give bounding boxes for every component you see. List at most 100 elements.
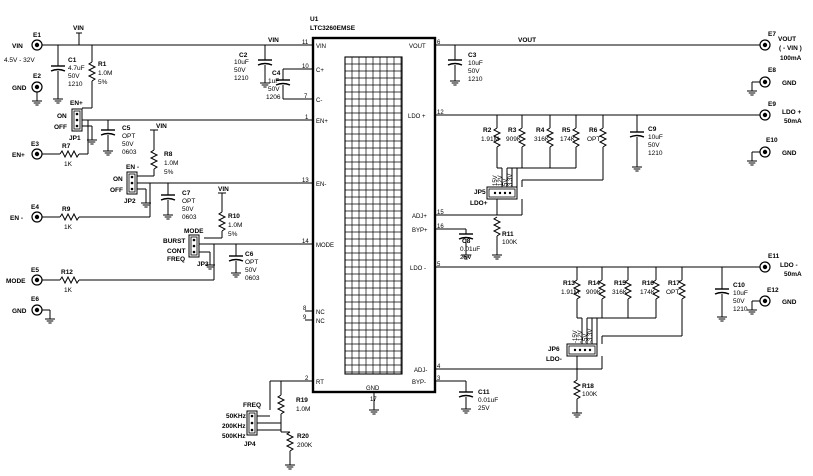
r7-value: 1K: [64, 161, 73, 168]
terminal-e8[interactable]: [759, 76, 771, 88]
c1-ref: C1: [68, 57, 77, 64]
r1-tolerance: 5%: [98, 79, 108, 86]
e1-label: VIN: [12, 43, 23, 50]
e3-label: EN+: [12, 152, 25, 159]
jp4-50khz: 50KHz: [226, 413, 247, 420]
r19-value: 1.0M: [296, 406, 310, 413]
pin-name-cminus: C-: [316, 98, 322, 104]
pin-name-vout: VOUT: [409, 44, 426, 50]
e12-label: GND: [782, 299, 797, 306]
terminal-e4[interactable]: [31, 211, 43, 223]
jp4-500khz: 500KHz: [222, 433, 246, 440]
c10-voltage: 50V: [733, 298, 745, 305]
jp5-pin-label: 12V: [498, 175, 504, 186]
c9-value: 10uF: [648, 134, 663, 141]
c11-voltage: 25V: [478, 405, 490, 412]
c4-voltage: 50V: [268, 86, 280, 93]
ic-u1: U1 LTC3260EMSE: [310, 16, 437, 394]
left-pins: 11 VIN 10 C+ 7 C- 1 EN+ 13 EN- 14 MODE 8…: [88, 40, 334, 386]
jp3-cont: CONT: [167, 248, 185, 255]
pin-name-bypminus: BYP-: [412, 380, 426, 386]
c2-voltage: 50V: [234, 67, 246, 74]
r15-ref: R15: [614, 280, 626, 287]
terminal-e1[interactable]: [31, 39, 43, 51]
vin-net-flag: VIN: [73, 25, 84, 32]
jumper-jp5[interactable]: [486, 186, 518, 200]
terminal-e7[interactable]: [759, 39, 771, 51]
pin-num-ldoplus: 12: [437, 110, 444, 116]
r1-ref: R1: [98, 61, 107, 68]
pin-num-ldominus: 5: [437, 262, 441, 268]
e1-ref: E1: [33, 32, 41, 39]
c6-voltage: 50V: [245, 267, 257, 274]
r4-ref: R4: [536, 127, 545, 134]
enminus-section: VIN R8 1.0M 5% EN - ON OFF JP2 C7 OPT 50…: [10, 123, 197, 231]
r16-value: 174K: [640, 289, 656, 296]
terminal-e10[interactable]: [759, 146, 771, 158]
rt-section: R19 1.0M R20 200K FREQ 50KHz 200KHz 500K…: [222, 380, 313, 470]
terminal-e5[interactable]: [31, 274, 43, 286]
c7-voltage: 50V: [182, 206, 194, 213]
vin-section: E1 VIN 4.5V - 32V E2 GND VIN C1 4.7uF 50…: [4, 25, 300, 109]
vout-net-label: VOUT: [518, 37, 536, 44]
jp1-ref: JP1: [69, 135, 81, 142]
right-pins: 6 VOUT 12 LDO + 15 ADJ+ 16 BYP+ 5 LDO - …: [366, 40, 760, 415]
e4-label: EN -: [10, 215, 23, 222]
r6-value: OPT: [587, 136, 600, 143]
c4-value: 1uF: [268, 78, 279, 85]
pin-num-adjminus: 4: [437, 364, 441, 370]
terminal-e11[interactable]: [759, 261, 771, 273]
r12-ref: R12: [61, 269, 73, 276]
r9-ref: R9: [62, 206, 71, 213]
c3-ref: C3: [468, 52, 477, 59]
c2-package: 1210: [234, 75, 249, 82]
c2-ref: C2: [239, 52, 248, 59]
r11-ref: R11: [502, 231, 514, 238]
r1-value: 1.0M: [98, 70, 112, 77]
pin-name-ldominus: LDO -: [410, 266, 426, 272]
jumper-jp6[interactable]: [566, 343, 598, 357]
r8-value: 1.0M: [164, 160, 178, 167]
c11-ref: C11: [478, 389, 490, 396]
c1-voltage: 50V: [68, 73, 80, 80]
r17-ref: R17: [668, 280, 680, 287]
mode-section: VIN R10 1.0M 5% MODE BURST CONT FREQ JP3…: [6, 186, 260, 324]
c6-value: OPT: [245, 259, 258, 266]
jp4-title: FREQ: [243, 402, 261, 409]
r14-ref: R14: [588, 280, 600, 287]
r11-value: 100K: [502, 239, 518, 246]
e9-label: LDO +: [782, 109, 802, 116]
terminal-e6[interactable]: [31, 304, 43, 316]
r18-ref: R18: [582, 383, 594, 390]
c4-package: 1206: [266, 94, 281, 101]
c5-ref: C5: [122, 125, 131, 132]
r16-ref: R16: [642, 280, 654, 287]
pin-num-adjplus: 15: [437, 210, 444, 216]
pin-num-mode: 14: [302, 239, 309, 245]
pin-name-gnd: GND: [366, 386, 380, 392]
enplus-section: EN+ ON OFF JP1 C5 OPT 50V 0603 E3 EN+ R7…: [12, 100, 137, 168]
e9-ref: E9: [768, 101, 776, 108]
r13-value: 1.91M: [561, 289, 579, 296]
pin-num-enminus: 13: [302, 178, 309, 184]
r15-value: 316K: [612, 289, 628, 296]
terminal-e12[interactable]: [759, 295, 771, 307]
pin-name-mode: MODE: [316, 243, 334, 249]
e11-ref: E11: [768, 253, 780, 260]
terminal-e9[interactable]: [759, 109, 771, 121]
pin-num-vout: 6: [437, 40, 441, 46]
terminal-e3[interactable]: [31, 148, 43, 160]
ldoplus-section: E9 LDO + 50mA E10 GND C9 10uF 50V 1210 R…: [458, 101, 802, 261]
pin-num-cminus: 7: [304, 94, 308, 100]
c7-value: OPT: [182, 198, 195, 205]
e11-current: 50mA: [784, 271, 802, 278]
pin-num-nc1: 8: [303, 306, 307, 312]
terminal-e2[interactable]: [31, 81, 43, 93]
e7-label: VOUT: [778, 36, 796, 43]
r14-value: 909K: [586, 289, 602, 296]
e3-ref: E3: [31, 141, 39, 148]
jp4-200khz: 200KHz: [222, 423, 246, 430]
jp2-off: OFF: [110, 187, 123, 194]
ic-ref: U1: [310, 16, 319, 23]
c4-ref: C4: [272, 70, 281, 77]
